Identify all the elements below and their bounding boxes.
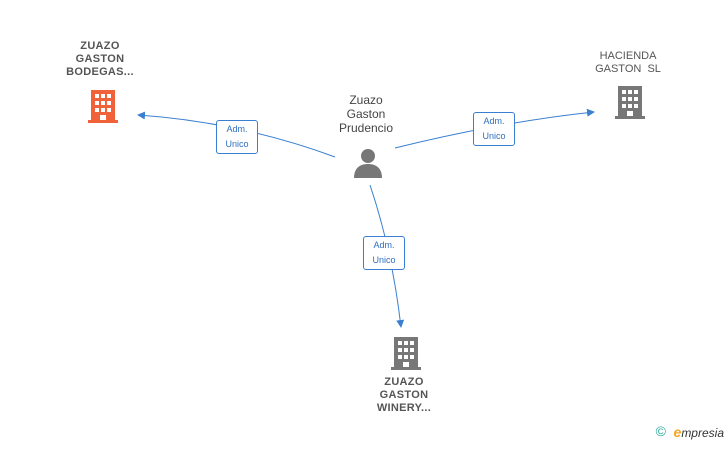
brand-name: mpresia	[681, 426, 724, 440]
label-line: Prudencio	[338, 121, 394, 135]
label-line: GASTON	[75, 53, 125, 65]
company-bodegas-label[interactable]: ZUAZO GASTON BODEGAS...	[52, 40, 148, 79]
company-winery-label[interactable]: ZUAZO GASTON WINERY...	[356, 376, 452, 415]
edge-label-line: Unico	[482, 131, 506, 141]
edge-label-line: Unico	[225, 139, 249, 149]
brand-logo[interactable]: empresia	[674, 424, 724, 440]
edge-label-hacienda[interactable]: Adm. Unico	[473, 112, 515, 146]
building-icon[interactable]	[87, 88, 119, 124]
label-line: ZUAZO	[80, 40, 120, 52]
edge-label-line: Adm.	[373, 240, 395, 250]
person-label[interactable]: Zuazo Gaston Prudencio	[318, 93, 414, 135]
label-line: BODEGAS...	[66, 66, 134, 78]
label-line: Gaston	[346, 107, 386, 121]
edge-label-bodegas[interactable]: Adm. Unico	[216, 120, 258, 154]
edge-label-line: Adm.	[483, 116, 505, 126]
building-icon[interactable]	[390, 335, 422, 371]
edge-label-line: Adm.	[226, 124, 248, 134]
label-line: HACIENDA	[599, 50, 657, 62]
label-line: GASTON	[379, 389, 429, 401]
label-line: ZUAZO	[384, 376, 424, 388]
person-icon[interactable]	[352, 148, 384, 178]
label-line: GASTON SL	[595, 63, 661, 75]
brand-footer: © empresia	[634, 423, 724, 443]
edge-label-line: Unico	[372, 255, 396, 265]
label-line: Zuazo	[349, 93, 383, 107]
copyright-icon: ©	[655, 423, 666, 439]
label-line: WINERY...	[376, 402, 432, 414]
company-hacienda-label[interactable]: HACIENDA GASTON SL	[580, 50, 676, 76]
brand-initial: e	[673, 424, 682, 440]
building-icon[interactable]	[614, 84, 646, 120]
edge-label-winery[interactable]: Adm. Unico	[363, 236, 405, 270]
